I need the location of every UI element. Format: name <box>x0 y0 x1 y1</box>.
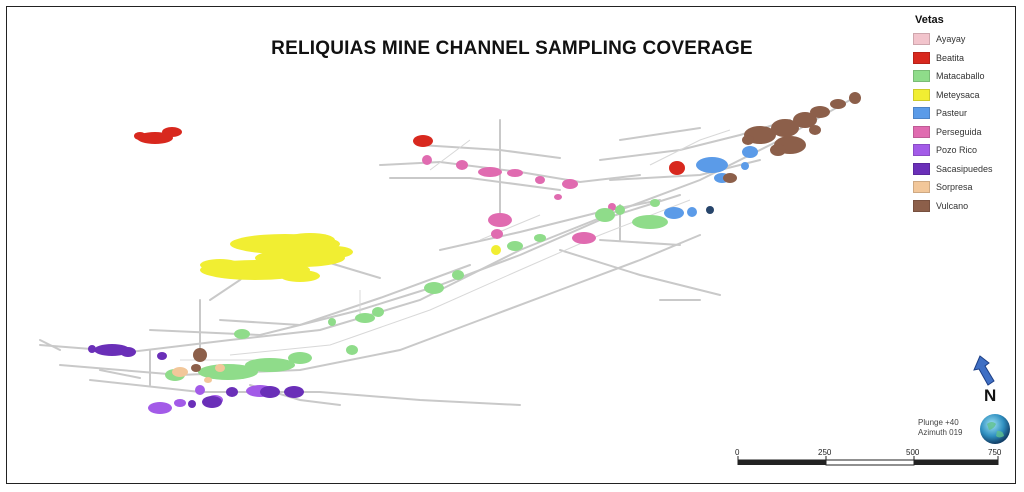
scale-tick-250: 250 <box>818 448 832 457</box>
vein-sorpresa <box>172 364 225 383</box>
vein-pasteur <box>664 146 758 219</box>
legend-item-pozo-rico: Pozo Rico <box>913 141 1013 160</box>
scale-tick-500: 500 <box>906 448 920 457</box>
legend-label: Perseguida <box>936 126 982 137</box>
vein-sacasipuedes <box>88 344 304 408</box>
scale-bar: 0 250 500 750 <box>730 448 1008 478</box>
legend-item-perseguida: Perseguida <box>913 123 1013 142</box>
mine-workings-fine <box>180 129 731 361</box>
legend-item-beatita: Beatita <box>913 49 1013 68</box>
vein-beatita <box>134 127 685 175</box>
scale-tick-0: 0 <box>735 448 740 457</box>
legend-label: Beatita <box>936 52 965 63</box>
legend-label: Pozo Rico <box>936 145 978 156</box>
legend-item-vulcano: Vulcano <box>913 197 1013 216</box>
north-arrow-icon <box>973 355 995 386</box>
azimuth-text: Azimuth 019 <box>918 428 963 437</box>
legend-swatch <box>913 144 930 157</box>
legend-swatch <box>913 162 930 175</box>
scale-tick-750: 750 <box>988 448 1002 457</box>
plunge-text: Plunge +40 <box>918 418 959 427</box>
legend-item-pasteur: Pasteur <box>913 104 1013 123</box>
legend-label: Meteysaca <box>936 89 980 100</box>
legend-swatch <box>913 70 930 83</box>
vein-perseguida <box>422 155 616 244</box>
vein-vulcano <box>191 92 861 372</box>
vein-meteysaca <box>200 233 501 282</box>
map-title: RELIQUIAS MINE CHANNEL SAMPLING COVERAGE <box>271 38 753 59</box>
legend-item-meteysaca: Meteysaca <box>913 86 1013 105</box>
legend-label: Vulcano <box>936 200 969 211</box>
legend-swatch <box>913 181 930 194</box>
legend-label: Pasteur <box>936 108 968 119</box>
globe-icon <box>980 414 1010 444</box>
legend-label: Sorpresa <box>936 182 973 193</box>
legend-item-sorpresa: Sorpresa <box>913 178 1013 197</box>
legend-label: Matacaballo <box>936 71 985 82</box>
legend-swatch <box>913 199 930 212</box>
legend-swatch <box>913 88 930 101</box>
legend-item-ayayay: Ayayay <box>913 30 1013 49</box>
legend-swatch <box>913 125 930 138</box>
legend-label: Sacasipuedes <box>936 163 993 174</box>
north-label: N <box>984 386 997 405</box>
legend-swatch <box>913 107 930 120</box>
legend: Vetas Ayayay Beatita Matacaballo Meteysa… <box>913 14 1013 215</box>
legend-swatch <box>913 33 930 46</box>
legend-label: Ayayay <box>936 34 966 45</box>
legend-swatch <box>913 51 930 64</box>
vein-matacaballo <box>165 199 668 381</box>
view-orientation: Plunge +40 Azimuth 019 <box>918 418 962 438</box>
legend-title: Vetas <box>915 14 944 26</box>
legend-item-sacasipuedes: Sacasipuedes <box>913 160 1013 179</box>
legend-item-matacaballo: Matacaballo <box>913 67 1013 86</box>
